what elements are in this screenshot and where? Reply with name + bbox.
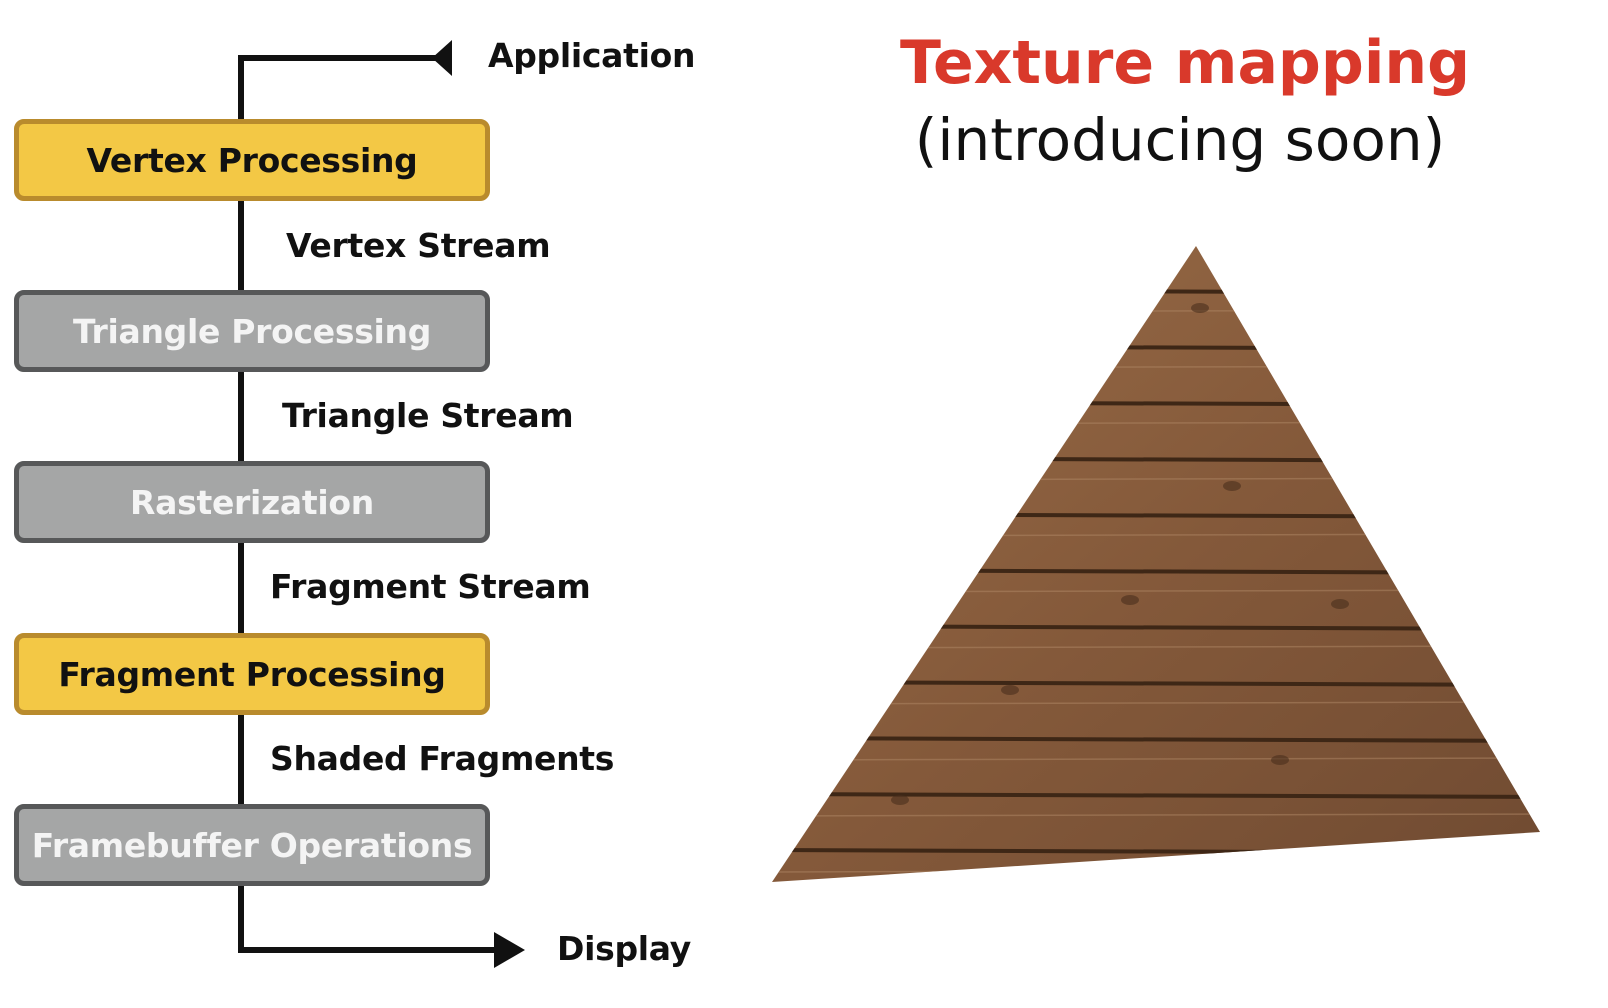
wood-grain xyxy=(772,813,1540,817)
plank-seam xyxy=(772,344,1540,351)
wood-grain xyxy=(772,589,1540,593)
plank-seam xyxy=(772,736,1540,743)
plank-seam xyxy=(772,792,1540,799)
display-arrowhead xyxy=(494,932,525,968)
wood-knot xyxy=(1121,595,1139,605)
application-arrowhead xyxy=(432,40,452,76)
plank-seam xyxy=(772,568,1540,575)
wood-grain xyxy=(772,533,1540,537)
wood-grain xyxy=(772,701,1540,705)
wood-triangle-illustration xyxy=(760,246,1560,928)
wood-grain xyxy=(772,645,1540,649)
output-label: Display xyxy=(557,929,691,968)
input-label: Application xyxy=(488,36,696,75)
side-title: Texture mapping xyxy=(900,28,1471,98)
stage-fragment-processing: Fragment Processing xyxy=(14,633,490,715)
plank-seam xyxy=(772,512,1540,519)
stage-rasterization: Rasterization xyxy=(14,461,490,543)
wood-grain xyxy=(772,757,1540,761)
wood-grain xyxy=(760,926,1560,928)
stage-framebuffer-operations: Framebuffer Operations xyxy=(14,804,490,886)
wood-knot xyxy=(891,795,909,805)
wood-grain xyxy=(772,421,1540,425)
stream-label-vertex: Vertex Stream xyxy=(286,226,551,265)
plank-seam xyxy=(772,288,1540,295)
stream-label-shaded: Shaded Fragments xyxy=(270,739,615,778)
plank-seam xyxy=(772,400,1540,407)
wood-grain xyxy=(772,309,1540,313)
plank-seam xyxy=(772,456,1540,463)
stage-triangle-processing: Triangle Processing xyxy=(14,290,490,372)
wood-knot xyxy=(1001,685,1019,695)
wood-knot xyxy=(1223,481,1241,491)
wood-knot xyxy=(1271,755,1289,765)
plank-seam xyxy=(772,624,1540,631)
stream-label-fragment: Fragment Stream xyxy=(270,567,591,606)
stream-label-triangle: Triangle Stream xyxy=(282,396,574,435)
stage-vertex-processing: Vertex Processing xyxy=(14,119,490,201)
wood-grain xyxy=(772,365,1540,369)
wood-knot xyxy=(1331,599,1349,609)
wood-grain xyxy=(772,477,1540,481)
side-subtitle: (introducing soon) xyxy=(914,106,1446,174)
plank-seam xyxy=(760,906,1560,909)
wood-knot xyxy=(1191,303,1209,313)
